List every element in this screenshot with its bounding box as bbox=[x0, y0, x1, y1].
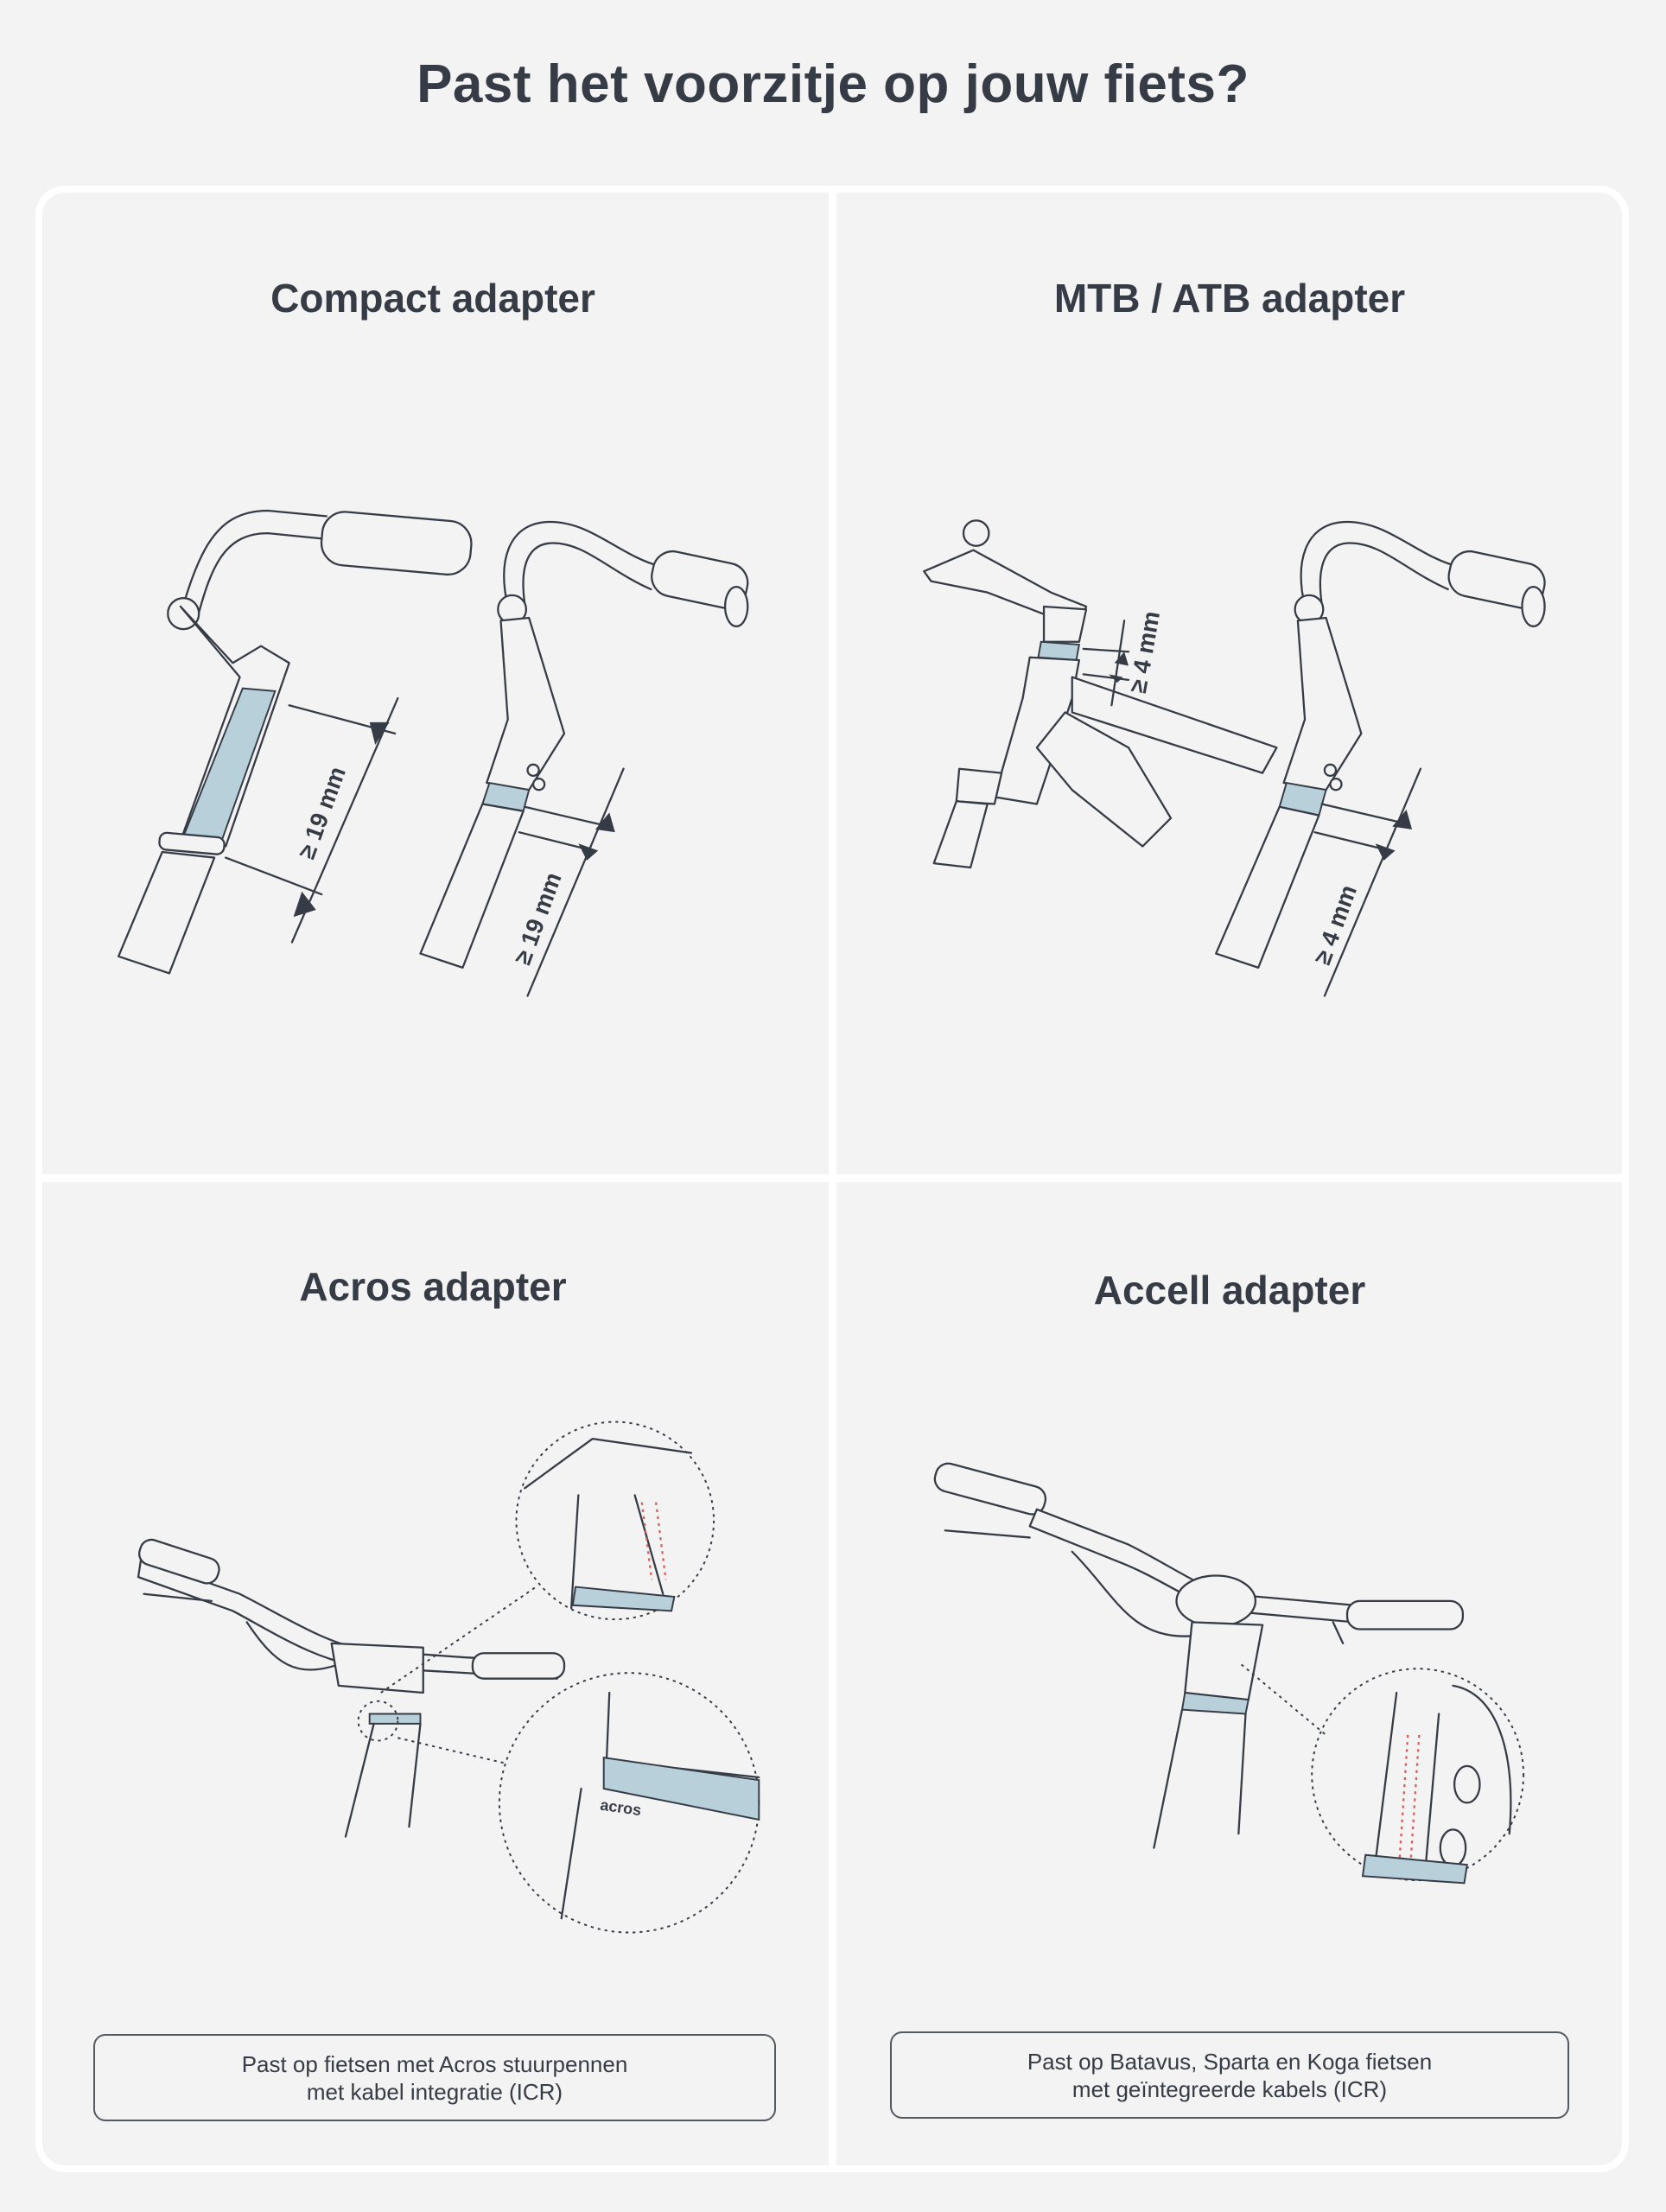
acros-info-box: Past op fietsen met Acros stuurpennen me… bbox=[93, 2034, 776, 2121]
acros-logo-text: acros bbox=[599, 1796, 642, 1819]
accell-handlebar-illustration bbox=[933, 1462, 1525, 1885]
info-line: Past op fietsen met Acros stuurpennen bbox=[241, 2050, 628, 2077]
mtb-ahead-stem-illustration: ≥ 4 mm bbox=[1215, 520, 1546, 997]
info-line: Past op Batavus, Sparta en Koga fietsen bbox=[1027, 2048, 1433, 2075]
panel-title-acros: Acros adapter bbox=[299, 1264, 567, 1309]
acros-handlebar-illustration: acros bbox=[137, 1421, 760, 1934]
dimension-label: ≥ 4 mm bbox=[1124, 609, 1165, 695]
panel-title-mtb: MTB / ATB adapter bbox=[1053, 276, 1406, 321]
info-line: met geïntegreerde kabels (ICR) bbox=[1071, 2075, 1388, 2102]
compact-quill-stem-illustration: ≥ 19 mm bbox=[117, 509, 473, 975]
dimension-label: ≥ 19 mm bbox=[293, 763, 351, 862]
page-title: Past het voorzitje op jouw fiets? bbox=[416, 54, 1250, 114]
mtb-frame-illustration: ≥ 4 mm bbox=[923, 519, 1278, 869]
dimension-label: ≥ 19 mm bbox=[509, 869, 567, 969]
info-line: met kabel integratie (ICR) bbox=[306, 2078, 563, 2105]
panel-title-compact: Compact adapter bbox=[270, 276, 595, 321]
accell-info-box: Past op Batavus, Sparta en Koga fietsen … bbox=[890, 2031, 1569, 2119]
horizontal-divider bbox=[35, 1174, 1629, 1182]
compact-ahead-stem-illustration: ≥ 19 mm bbox=[419, 520, 749, 997]
panel-title-accell: Accell adapter bbox=[1093, 1268, 1366, 1313]
